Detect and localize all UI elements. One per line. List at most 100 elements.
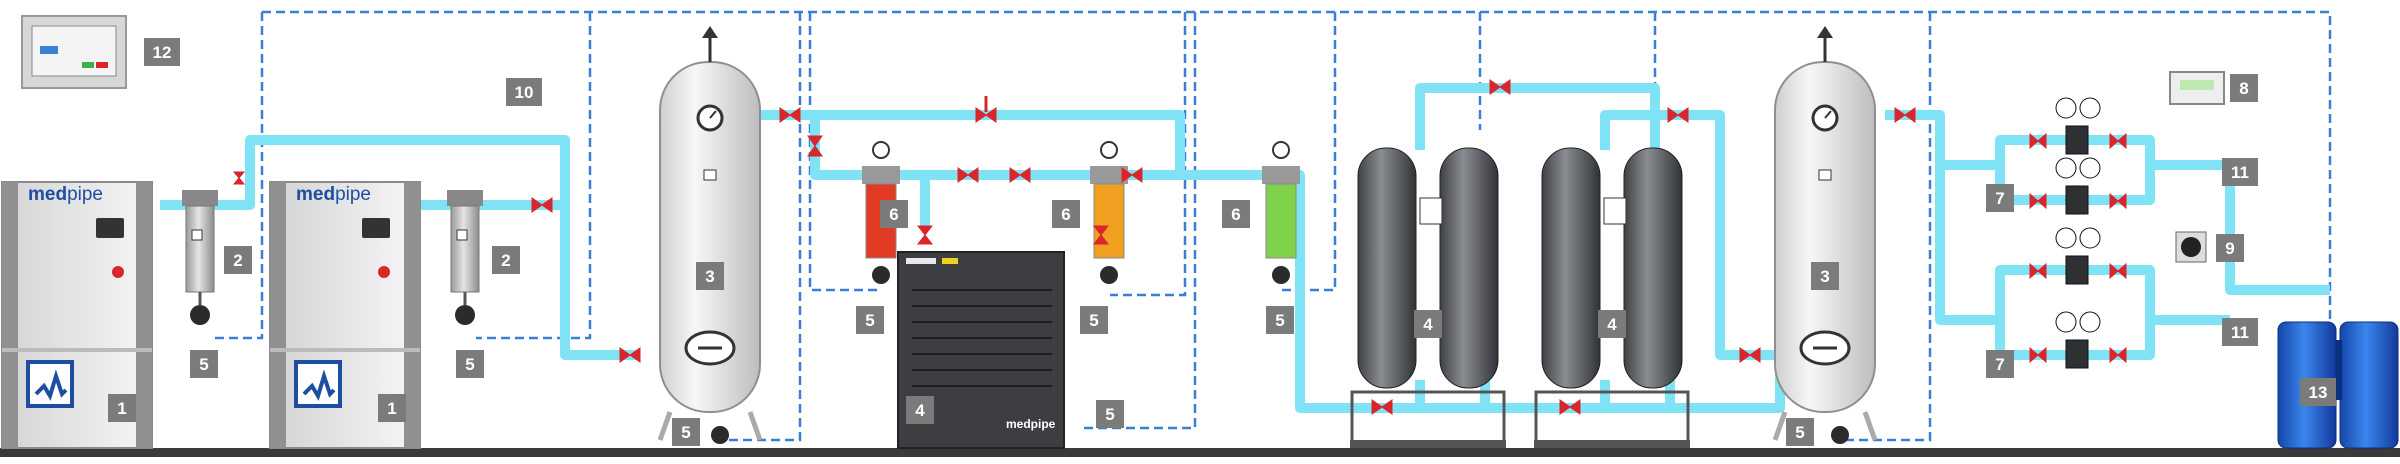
- label-badge-5: 5: [190, 350, 218, 378]
- svg-text:4: 4: [1607, 315, 1617, 334]
- svg-text:6: 6: [1061, 205, 1070, 224]
- label-badge-11: 11: [2222, 158, 2258, 186]
- valve-icon: [2029, 132, 2047, 150]
- svg-text:5: 5: [1089, 311, 1098, 330]
- valve-icon: [2109, 192, 2127, 210]
- label-badge-5: 5: [672, 418, 700, 446]
- compressor-display: [96, 218, 124, 238]
- control-line-f1: [808, 12, 880, 292]
- compressor-indicator-light: [112, 266, 124, 278]
- label-badge-7: 7: [1986, 350, 2014, 378]
- control-line-r1: [720, 12, 802, 442]
- desiccant-dryer-2: [1534, 147, 1690, 448]
- receiver-tank-1: [657, 26, 763, 444]
- svg-text:11: 11: [2231, 163, 2249, 182]
- valve-icon: [1559, 399, 1581, 415]
- label-badge-13: 13: [2300, 378, 2336, 406]
- control-line-r2: [1840, 12, 1932, 442]
- pipe-to-receiver1: [560, 205, 640, 360]
- control-line-c2: [476, 12, 592, 340]
- regulator-unit: [2055, 311, 2101, 369]
- compressor-brand: medpipe: [296, 184, 371, 205]
- label-badge-5: 5: [1266, 306, 1294, 334]
- svg-text:4: 4: [1423, 315, 1433, 334]
- valve-icon: [916, 225, 934, 245]
- manhole-icon: [684, 330, 736, 366]
- svg-text:9: 9: [2225, 239, 2234, 258]
- regulator-unit: [2055, 157, 2101, 215]
- svg-text:7: 7: [1995, 355, 2004, 374]
- regulator-unit: [2055, 227, 2101, 285]
- valve-icon: [2029, 192, 2047, 210]
- valves: [232, 79, 2127, 415]
- label-badge-5: 5: [1096, 400, 1124, 428]
- alarm-monitor: [2169, 71, 2225, 105]
- pressure-gauge-icon: [872, 141, 890, 159]
- label-badge-7: 7: [1986, 184, 2014, 212]
- filter-orange: [1090, 141, 1128, 284]
- svg-text:5: 5: [1105, 405, 1114, 424]
- drain-trap-icon: [1272, 266, 1290, 284]
- svg-text:12: 12: [153, 43, 172, 62]
- drain-trap-icon: [1100, 266, 1118, 284]
- label-badge-2: 2: [224, 246, 252, 274]
- valve-icon: [531, 197, 553, 213]
- valve-icon: [2109, 262, 2127, 280]
- svg-text:11: 11: [2231, 323, 2249, 342]
- label-badge-9: 9: [2216, 234, 2244, 262]
- svg-text:6: 6: [889, 205, 898, 224]
- label-badge-12: 12: [144, 38, 180, 66]
- svg-text:5: 5: [199, 355, 208, 374]
- regulator-unit: [2055, 97, 2101, 155]
- manhole-icon: [1799, 330, 1851, 366]
- svg-text:1: 1: [387, 399, 396, 418]
- svg-text:1: 1: [117, 399, 126, 418]
- drain-trap-icon: [455, 292, 475, 325]
- svg-text:3: 3: [705, 267, 714, 286]
- pressure-regulators: [2055, 97, 2101, 369]
- control-line-f2: [1110, 12, 1187, 297]
- label-badge-1: 1: [378, 394, 406, 422]
- floor-line: [0, 448, 2400, 457]
- compressor-indicator-light: [378, 266, 390, 278]
- compressor-1: medpipe: [1, 181, 153, 449]
- pressure-gauge-icon: [1811, 104, 1839, 132]
- label-badge-10: 10: [506, 78, 542, 106]
- label-badge-5: 5: [1080, 306, 1108, 334]
- pressure-gauge-icon: [2175, 231, 2207, 263]
- pipe-dryer2-bottom: [1600, 380, 1675, 413]
- compressor-logo-icon: [294, 360, 342, 408]
- desiccant-dryer-1: [1350, 147, 1506, 448]
- label-badge-5: 5: [1786, 418, 1814, 446]
- pipe-dryer1-bottom: [1415, 380, 1490, 413]
- compressor-brand: medpipe: [28, 184, 103, 205]
- check-valve-icon: [975, 96, 997, 123]
- valve-icon: [1371, 399, 1393, 415]
- label-badge-4: 4: [906, 396, 934, 424]
- valve-icon: [1092, 225, 1110, 245]
- control-line-main: [262, 10, 2332, 320]
- valve-icon: [807, 135, 823, 157]
- valve-icon: [232, 171, 246, 185]
- valve-icon: [2029, 262, 2047, 280]
- label-badge-8: 8: [2230, 74, 2258, 102]
- dryer-grille: [912, 289, 1052, 387]
- drain-trap-icon: [1831, 426, 1849, 444]
- prefilter-2: [447, 190, 483, 325]
- pipe-to-blue: [2225, 165, 2330, 295]
- svg-text:5: 5: [465, 355, 474, 374]
- drain-trap-icon: [711, 426, 729, 444]
- pressure-gauge-icon: [1272, 141, 1290, 159]
- drain-trap-icon: [190, 292, 210, 325]
- receiver-tank-2: [1772, 26, 1878, 444]
- svg-text:2: 2: [233, 251, 242, 270]
- pressure-gauge-icon: [696, 104, 724, 132]
- valve-icon: [2109, 132, 2127, 150]
- prefilter-1: [182, 190, 218, 325]
- pipe-filter-row: [810, 115, 1180, 180]
- blue-receiver: [2277, 321, 2399, 449]
- number-badges: 1 1 2 2 5 5 10 12 3 5 6 6 6 5 5 5 4 5 4 …: [108, 38, 2336, 446]
- dryer-brand: medpipe: [1006, 417, 1056, 431]
- svg-text:4: 4: [915, 401, 925, 420]
